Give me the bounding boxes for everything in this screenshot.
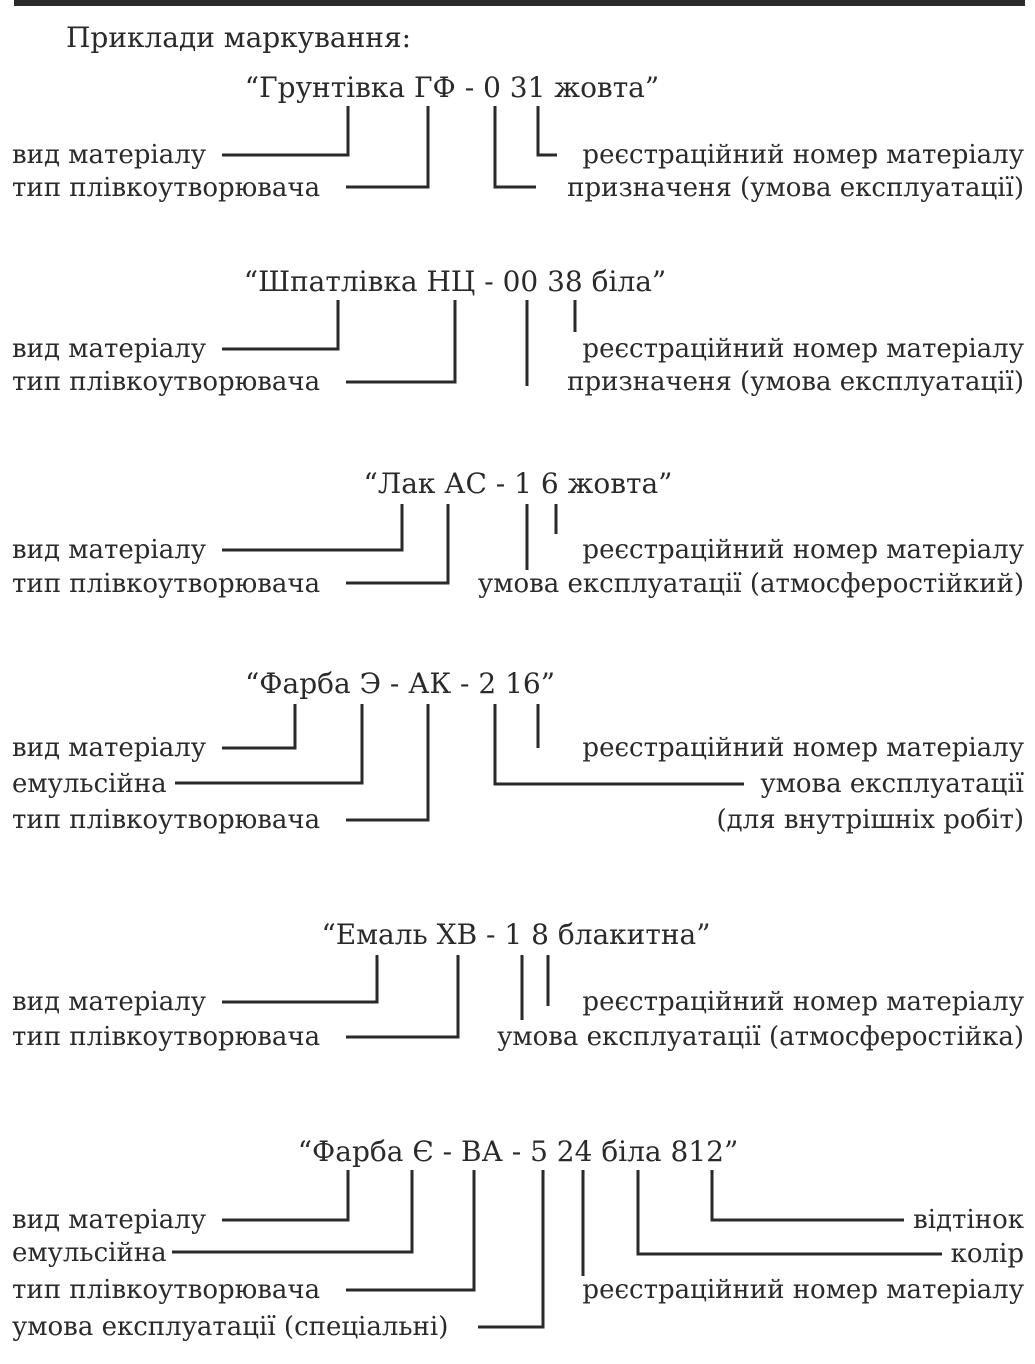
ex4-line-condition [493, 704, 744, 786]
ex2-label-material: вид матеріалу [12, 334, 207, 364]
ex6-label-reg-number: реєстраційний номер матеріалу [582, 1275, 1024, 1305]
ex2-label-reg-number: реєстраційний номер матеріалу [582, 334, 1024, 364]
ex1-line-purpose [493, 106, 536, 189]
marking-example-1: “Грунтівка ГФ - 0 31 жовта” [244, 71, 660, 104]
ex6-label-color: колір [950, 1239, 1024, 1269]
ex6-line-shade [710, 1170, 904, 1222]
ex6-line-emulsion [172, 1170, 414, 1254]
marking-example-5: “Емаль ХВ - 1 8 блакитна” [321, 918, 711, 951]
ex1-line-material [222, 106, 350, 157]
ex5-label-material: вид матеріалу [12, 987, 207, 1017]
ex1-label-material: вид матеріалу [12, 140, 207, 170]
ex4-label-condition: умова експлуатації [760, 769, 1024, 799]
marking-example-3: “Лак АС - 1 6 жовта” [363, 467, 673, 500]
marking-example-6: “Фарба Є - ВА - 5 24 біла 812” [297, 1135, 739, 1168]
ex1-label-reg-number: реєстраційний номер матеріалу [582, 140, 1024, 170]
ex5-label-reg-number: реєстраційний номер матеріалу [582, 987, 1024, 1017]
ex4-label-material: вид матеріалу [12, 733, 207, 763]
ex3-line-material [222, 504, 404, 552]
ex2-label-film-former: тип плівкоутворювача [12, 367, 321, 397]
ex1-label-purpose: призначеня (умова експлуатації) [567, 173, 1024, 203]
ex5-label-film-former: тип плівкоутворювача [12, 1022, 321, 1052]
ex1-label-film-former: тип плівкоутворювача [12, 173, 321, 203]
ex3-label-reg-number: реєстраційний номер матеріалу [582, 535, 1024, 565]
ex4-label-emulsion: емульсійна [12, 769, 167, 799]
ex3-label-condition: умова експлуатації (атмосферостійкий) [477, 569, 1024, 599]
ex2-line-material [222, 300, 340, 351]
ex6-label-condition: умова експлуатації (спеціальні) [12, 1312, 449, 1342]
ex5-line-material [222, 955, 379, 1004]
ex5-line-film [346, 955, 460, 1039]
ex4-label-film-former: тип плівкоутворювача [12, 805, 321, 835]
ex1-line-film [346, 106, 430, 189]
ex6-label-shade: відтінок [913, 1205, 1024, 1235]
ex4-label-condition-note: (для внутрішніх робіт) [716, 805, 1024, 835]
top-rule [14, 0, 1025, 6]
ex4-label-reg-number: реєстраційний номер матеріалу [582, 733, 1024, 763]
ex6-label-material: вид матеріалу [12, 1205, 207, 1235]
ex3-label-film-former: тип плівкоутворювача [12, 569, 321, 599]
ex3-label-material: вид матеріалу [12, 535, 207, 565]
ex4-line-film [346, 704, 430, 822]
marking-example-2: “Шпатлівка НЦ - 00 38 біла” [243, 265, 667, 298]
ex2-label-purpose: призначеня (умова експлуатації) [567, 367, 1024, 397]
ex6-label-emulsion: емульсійна [12, 1238, 167, 1268]
ex4-line-emulsion [175, 704, 364, 785]
marking-example-4: “Фарба Э - АК - 2 16” [244, 667, 556, 700]
ex6-line-condition [478, 1170, 545, 1329]
ex1-line-regnum [536, 106, 557, 157]
ex4-line-material [222, 704, 297, 750]
ex2-line-film [346, 300, 457, 384]
intro-heading: Приклади маркування: [66, 21, 412, 54]
ex6-line-film [346, 1170, 476, 1292]
ex6-line-color [636, 1170, 942, 1256]
ex5-label-condition: умова експлуатації (атмосферостійка) [497, 1022, 1024, 1052]
ex6-label-film-former: тип плівкоутворювача [12, 1275, 321, 1305]
ex3-line-film [346, 504, 450, 585]
ex6-line-material [222, 1170, 350, 1222]
